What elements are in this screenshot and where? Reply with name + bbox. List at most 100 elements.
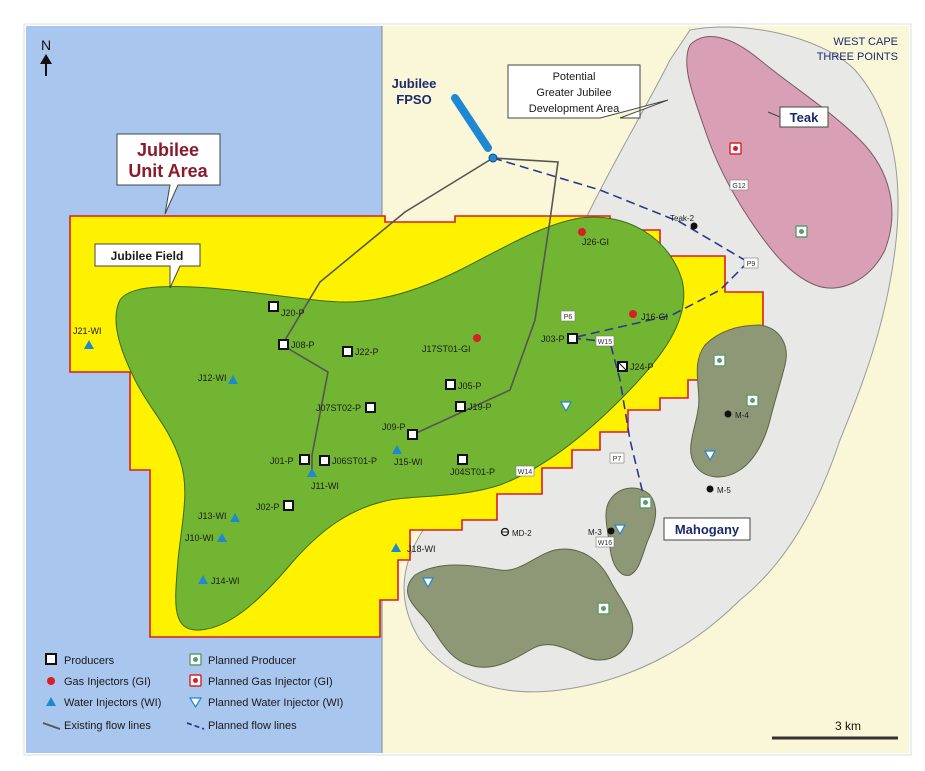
potential-line1: Potential bbox=[553, 71, 596, 83]
water-injector-j12: J12-WI bbox=[198, 373, 238, 384]
svg-text:M-5: M-5 bbox=[717, 486, 731, 495]
svg-text:J20-P: J20-P bbox=[281, 308, 305, 318]
planned-water-injector-2 bbox=[703, 450, 717, 462]
exploration-m4: M-4 bbox=[724, 410, 749, 420]
svg-text:J15-WI: J15-WI bbox=[394, 457, 423, 467]
svg-text:J17ST01-GI: J17ST01-GI bbox=[422, 344, 471, 354]
teak-label: Teak bbox=[790, 110, 819, 125]
planned-producer-m2 bbox=[746, 394, 759, 407]
exploration-m5: M-5 bbox=[706, 485, 731, 495]
legend-planned-flow: Planned flow lines bbox=[208, 720, 297, 732]
legend-planned-water-injector-icon bbox=[188, 697, 203, 709]
planned-producer-wells bbox=[597, 225, 808, 615]
mahogany-callout: Mahogany bbox=[663, 517, 751, 541]
field-title: Jubilee Field bbox=[111, 249, 184, 263]
svg-text:J04ST01-P: J04ST01-P bbox=[450, 467, 495, 477]
svg-text:J22-P: J22-P bbox=[355, 347, 379, 357]
legend-producers: Producers bbox=[64, 655, 115, 667]
gas-injector-j17st01: J17ST01-GI bbox=[422, 334, 481, 354]
svg-text:J13-WI: J13-WI bbox=[198, 511, 227, 521]
mahogany-area-south bbox=[407, 548, 634, 668]
producer-j06st01: J06ST01-P bbox=[319, 455, 377, 466]
svg-text:MD-2: MD-2 bbox=[512, 529, 532, 538]
water-injector-j10: J10-WI bbox=[185, 533, 227, 543]
svg-text:J01-P: J01-P bbox=[270, 456, 294, 466]
exploration-wells: Teak-2 M-4 M-5 M-3 MD-2 bbox=[500, 214, 749, 538]
legend-planned-gas-injector-icon-dot bbox=[193, 678, 198, 683]
svg-text:J14-WI: J14-WI bbox=[211, 576, 240, 586]
teak-area bbox=[686, 36, 893, 289]
svg-text:J16-GI: J16-GI bbox=[641, 312, 668, 322]
segment-tag-g12: G12 bbox=[732, 183, 745, 190]
unit-area-title-line1: Jubilee bbox=[137, 140, 199, 160]
producer-j08: J08-P bbox=[278, 339, 315, 350]
fpso-vessel bbox=[451, 94, 492, 152]
producer-j22: J22-P bbox=[342, 346, 379, 357]
planned-producer-south bbox=[597, 602, 610, 615]
fpso-mooring bbox=[488, 153, 498, 163]
legend-producer-icon bbox=[45, 653, 57, 665]
planned-flow-line-p9 bbox=[492, 157, 749, 263]
svg-text:M-3: M-3 bbox=[588, 528, 602, 537]
legend-gas-injectors: Gas Injectors (GI) bbox=[64, 676, 151, 688]
gas-injector-j16: J16-GI bbox=[629, 310, 668, 322]
planned-water-injector-1 bbox=[559, 401, 573, 413]
legend-water-injectors: Water Injectors (WI) bbox=[64, 697, 161, 709]
north-arrow: N bbox=[40, 37, 52, 76]
planned-producer-m1 bbox=[713, 354, 726, 367]
planned-water-injector-wells bbox=[421, 401, 717, 589]
exploration-md2: MD-2 bbox=[500, 527, 532, 538]
scale-label: 3 km bbox=[835, 719, 861, 733]
producer-j20: J20-P bbox=[268, 301, 305, 318]
exploration-teak2: Teak-2 bbox=[670, 214, 698, 230]
producer-wells: J20-P J08-P J22-P J05-P J07ST02-P J19-P … bbox=[256, 301, 654, 512]
planned-producer-m3 bbox=[639, 496, 652, 509]
producer-j05: J05-P bbox=[445, 379, 482, 391]
svg-text:J05-P: J05-P bbox=[458, 381, 482, 391]
field-callout: Jubilee Field bbox=[94, 243, 201, 289]
segment-tag-w14: W14 bbox=[518, 469, 533, 476]
svg-text:J21-WI: J21-WI bbox=[73, 326, 102, 336]
legend: Producers Gas Injectors (GI) Water Injec… bbox=[42, 653, 343, 732]
svg-text:J02-P: J02-P bbox=[256, 502, 280, 512]
legend-planned-producer: Planned Producer bbox=[208, 655, 296, 667]
segment-tags: P6 P9 G12 W15 P7 W14 W16 bbox=[515, 179, 759, 548]
teak-callout: Teak bbox=[767, 106, 829, 128]
block-label-line2: THREE POINTS bbox=[817, 51, 898, 63]
svg-text:Teak-2: Teak-2 bbox=[670, 214, 695, 223]
segment-tag-p6: P6 bbox=[564, 314, 573, 321]
segment-tag-p9: P9 bbox=[747, 261, 756, 268]
water-injector-j14: J14-WI bbox=[198, 575, 240, 586]
planned-water-injector-3 bbox=[613, 524, 627, 536]
svg-text:J06ST01-P: J06ST01-P bbox=[332, 456, 377, 466]
legend-planned-flow-icon bbox=[186, 722, 205, 730]
water-injector-j18: J18-WI bbox=[391, 543, 436, 554]
planned-gas-injector-teak bbox=[729, 142, 742, 155]
producer-j02: J02-P bbox=[256, 500, 294, 512]
producer-j01: J01-P bbox=[270, 454, 310, 466]
producer-j04st01: J04ST01-P bbox=[450, 454, 495, 477]
block-label-line1: WEST CAPE bbox=[833, 36, 898, 48]
water-injector-j21: J21-WI bbox=[73, 326, 102, 349]
planned-flow-line-p7 bbox=[571, 337, 646, 503]
legend-water-injector-icon bbox=[46, 697, 56, 706]
producer-j09: J09-P bbox=[382, 422, 418, 440]
mahogany-label: Mahogany bbox=[675, 522, 740, 537]
segment-tag-w15: W15 bbox=[598, 339, 613, 346]
producer-j24: J24-P bbox=[617, 361, 654, 372]
svg-text:J11-WI: J11-WI bbox=[311, 481, 339, 491]
legend-planned-water-injector: Planned Water Injector (WI) bbox=[208, 697, 343, 709]
unit-area-title-line2: Unit Area bbox=[128, 161, 208, 181]
water-injector-j13: J13-WI bbox=[198, 511, 240, 522]
svg-text:J09-P: J09-P bbox=[382, 422, 406, 432]
producer-j19: J19-P bbox=[455, 401, 492, 412]
water-injector-j15: J15-WI bbox=[392, 445, 423, 467]
water-injector-wells: J21-WI J12-WI J15-WI J11-WI J13-WI J10-W… bbox=[73, 326, 436, 586]
svg-text:M-4: M-4 bbox=[735, 411, 749, 420]
north-arrow-head-icon bbox=[40, 54, 52, 64]
planned-flow-line-p6 bbox=[571, 261, 749, 339]
water-injector-j11: J11-WI bbox=[307, 468, 339, 491]
scale-bar: 3 km bbox=[772, 719, 898, 740]
svg-text:J10-WI: J10-WI bbox=[185, 533, 214, 543]
